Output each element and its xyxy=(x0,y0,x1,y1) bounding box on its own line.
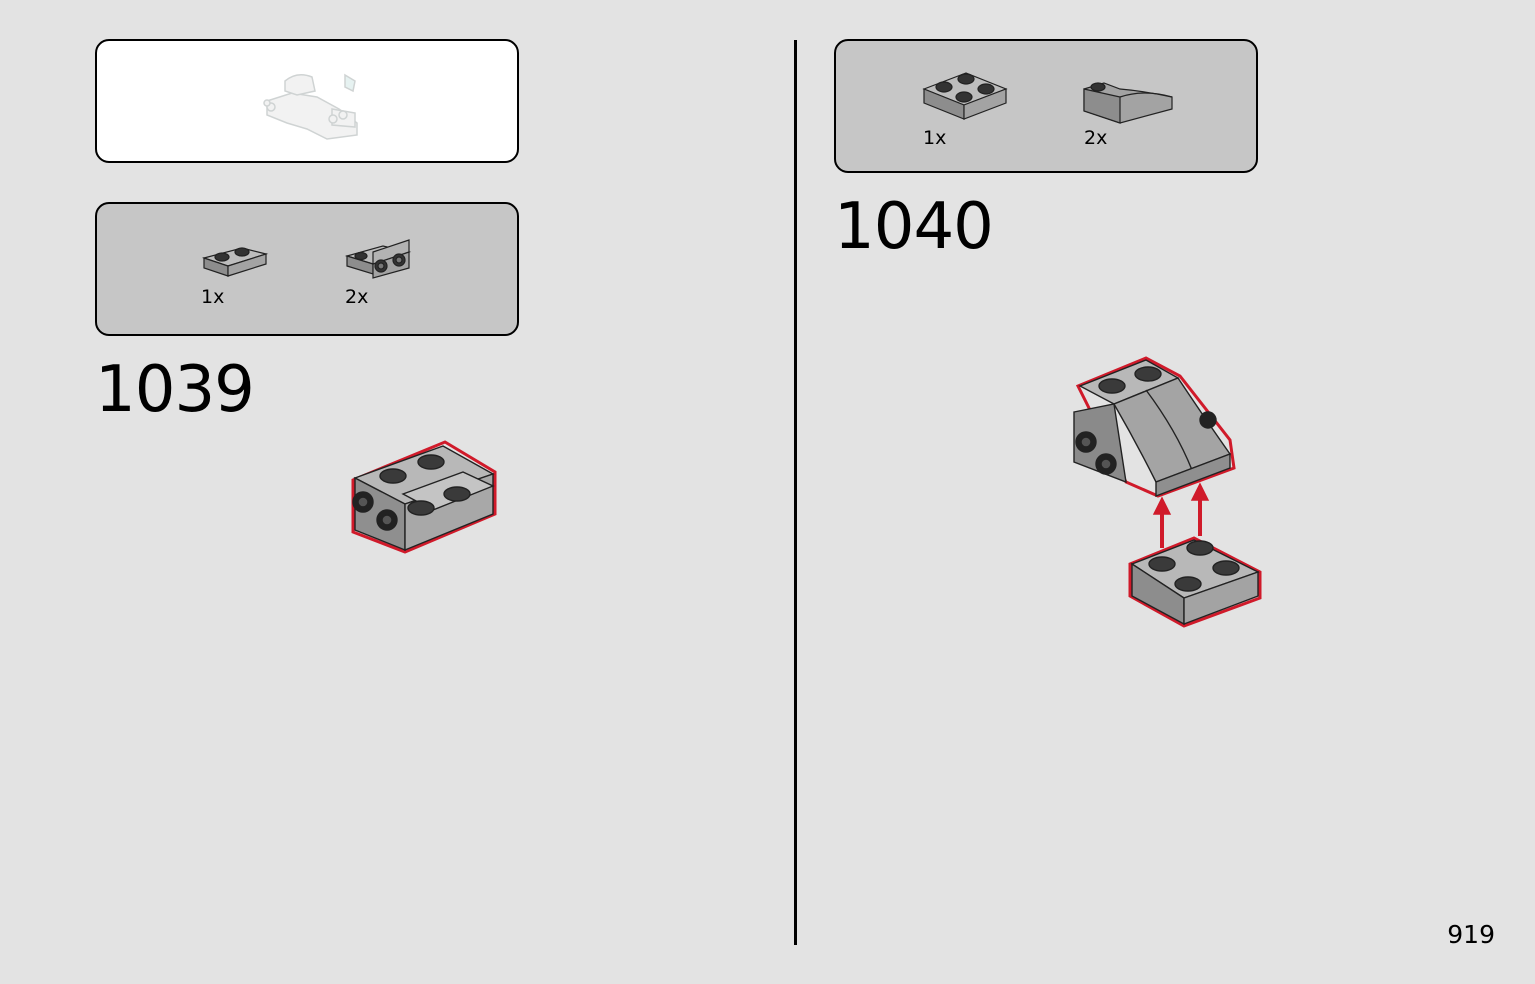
parts-list-box-1040: 1x 2x xyxy=(834,39,1258,173)
step-number-1040: 1040 xyxy=(834,190,994,264)
curved-slope-icon xyxy=(1083,82,1173,124)
plate-1x2-icon xyxy=(201,247,269,277)
subassembly-preview-box xyxy=(95,39,519,163)
step-number-1039: 1039 xyxy=(95,353,255,427)
plate-2x2-icon xyxy=(922,72,1008,120)
page-divider xyxy=(794,40,797,945)
build-model-1039 xyxy=(351,440,497,554)
build-model-1040 xyxy=(1073,356,1262,628)
bracket-plate-1x2-icon xyxy=(344,239,412,279)
parts-list-box-1039: 1x 2x xyxy=(95,202,519,336)
part-qty-3: 1x xyxy=(923,127,947,149)
page-number: 919 xyxy=(1447,920,1495,949)
subassembly-preview-icon xyxy=(263,73,358,140)
part-qty-1: 1x xyxy=(201,286,225,308)
part-qty-2: 2x xyxy=(345,286,369,308)
part-qty-4: 2x xyxy=(1084,127,1108,149)
